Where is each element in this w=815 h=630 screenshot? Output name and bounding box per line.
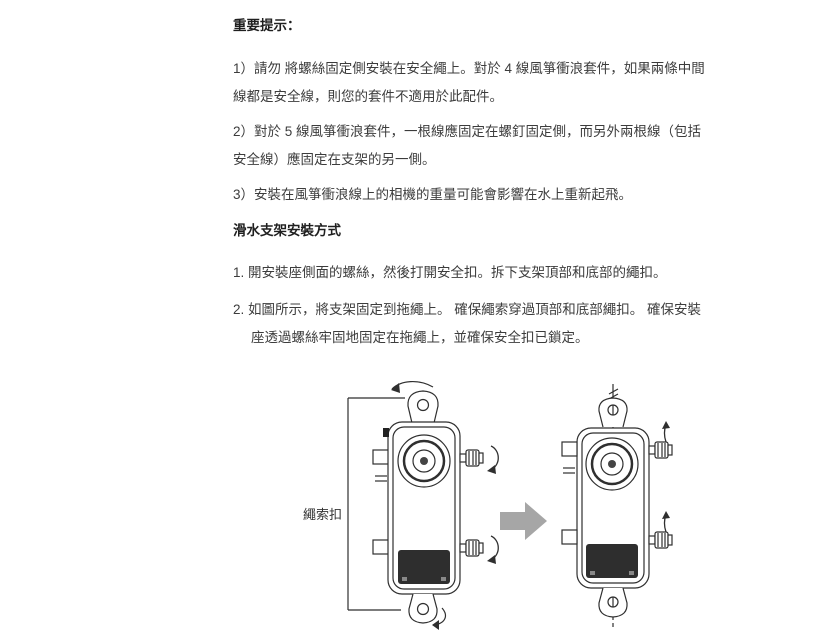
page-title: 重要提示：: [233, 18, 301, 33]
note-2: 2）對於 5 線風箏衝浪套件，一根線應固定在螺釘固定側，而另外兩根線（包括安全線…: [233, 124, 702, 167]
callout-bracket-lines: [347, 397, 405, 611]
note-1: 1）請勿 將螺絲固定側安裝在安全繩上。對於 4 線風箏衝浪套件，如果兩條中間線都…: [233, 61, 705, 104]
right-camera-mount-on-rope: [561, 384, 673, 630]
installation-figure: 繩索扣: [295, 380, 695, 630]
transition-arrow-icon: [500, 502, 547, 540]
content-column: 重要提示： 1）請勿 將螺絲固定側安裝在安全繩上。對於 4 線風箏衝浪套件，如果…: [233, 12, 709, 361]
mount-diagram-graphic: [347, 381, 673, 630]
left-camera-mount: [372, 381, 499, 630]
rope-buckle-label: 繩索扣: [301, 502, 345, 525]
step-2: 2. 如圖所示，將支架固定到拖繩上。 確保繩索穿過頂部和底部繩扣。 確保安裝座透…: [233, 302, 702, 345]
section-title: 滑水支架安裝方式: [233, 223, 341, 238]
step-1: 1. 開安裝座側面的螺絲，然後打開安全扣。拆下支架頂部和底部的繩扣。: [233, 265, 667, 280]
note-3: 3）安裝在風箏衝浪線上的相機的重量可能會影響在水上重新起飛。: [233, 187, 633, 202]
